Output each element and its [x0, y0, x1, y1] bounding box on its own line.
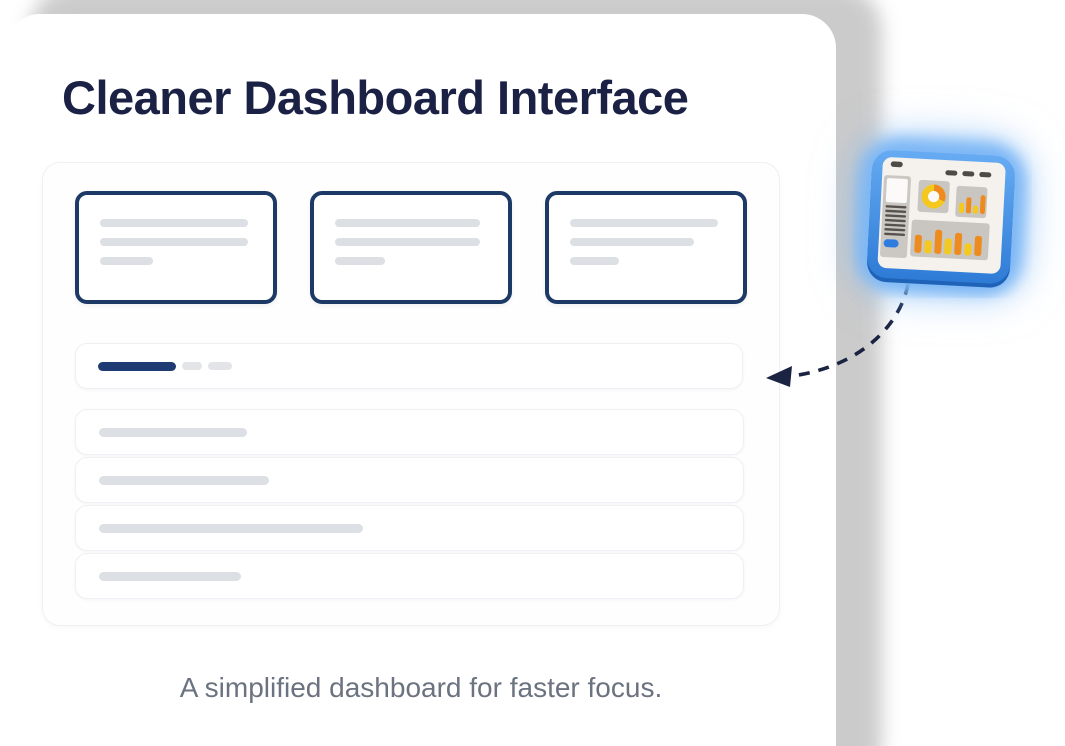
donut-hole — [928, 190, 940, 203]
filter-pill — [182, 362, 202, 370]
icon-title-mark — [890, 161, 903, 168]
skeleton-line — [99, 475, 269, 485]
skeleton-line — [570, 257, 619, 265]
skeleton-line — [570, 219, 718, 227]
skeleton-line — [99, 523, 363, 533]
dashboard-widget-icon — [852, 128, 1032, 298]
skeleton-line — [570, 238, 694, 246]
stat-card — [545, 191, 747, 304]
filter-pill — [208, 362, 232, 370]
active-filter-pill — [98, 361, 176, 371]
skeleton-line — [100, 257, 153, 265]
skeleton-line — [100, 219, 248, 227]
widget-icon-svg — [860, 141, 1023, 293]
sidebar-blue-pill — [883, 239, 899, 248]
stat-card — [75, 191, 277, 304]
large-bar-chart — [914, 229, 982, 256]
caption-text: A simplified dashboard for faster focus. — [179, 672, 663, 703]
stat-card — [310, 191, 512, 304]
list-row — [75, 409, 744, 455]
icon-menu-mark — [945, 170, 958, 176]
icon-menu-mark — [979, 172, 992, 178]
list-row — [75, 505, 744, 551]
page-title: Cleaner Dashboard Interface — [62, 71, 689, 124]
list-rows — [75, 409, 744, 599]
filter-bar — [75, 343, 743, 389]
skeleton-line — [335, 219, 480, 227]
stat-cards-row — [75, 191, 747, 304]
small-bar-chart — [958, 195, 986, 215]
skeleton-line — [99, 571, 241, 581]
skeleton-line — [335, 257, 385, 265]
content-sheet: Cleaner Dashboard Interface A simplified… — [6, 14, 836, 746]
sidebar-tile — [885, 178, 908, 204]
sidebar-lines — [884, 205, 907, 237]
icon-menu-mark — [962, 171, 975, 177]
skeleton-line — [100, 238, 248, 246]
list-row — [75, 553, 744, 599]
list-row — [75, 457, 744, 503]
dashboard-mock-panel — [42, 162, 780, 626]
skeleton-line — [335, 238, 480, 246]
skeleton-line — [99, 427, 247, 437]
